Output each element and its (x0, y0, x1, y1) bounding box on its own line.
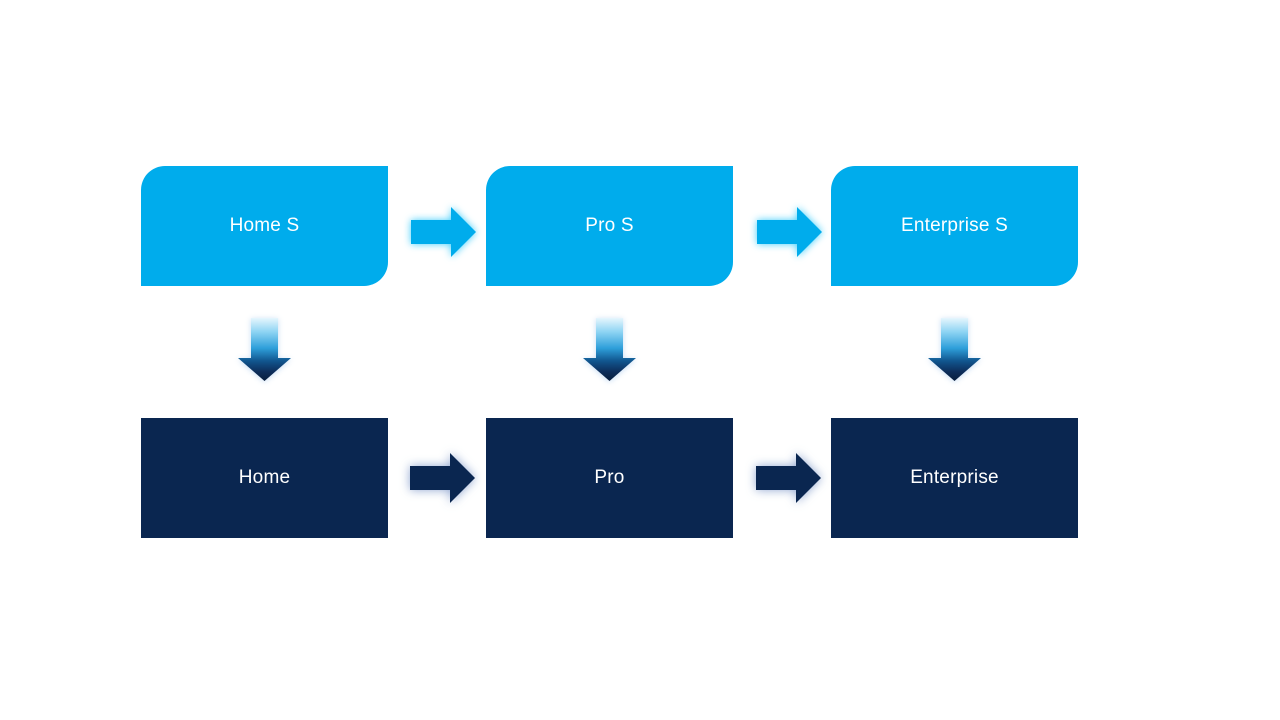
right-arrow-icon[interactable] (756, 453, 821, 503)
node-enterprise[interactable]: Enterprise (831, 418, 1078, 538)
node-pro-s-label: Pro S (585, 215, 634, 236)
node-enterprise-s[interactable]: Enterprise S (831, 166, 1078, 286)
right-arrow-icon[interactable] (410, 453, 475, 503)
right-arrow-icon[interactable] (757, 207, 822, 257)
node-home[interactable]: Home (141, 418, 388, 538)
node-pro-label: Pro (594, 467, 625, 488)
down-arrow-icon[interactable] (238, 318, 291, 381)
node-pro[interactable]: Pro (486, 418, 733, 538)
node-home-s[interactable]: Home S (141, 166, 388, 286)
node-home-label: Home (238, 467, 291, 488)
node-pro-s[interactable]: Pro S (486, 166, 733, 286)
right-arrow-icon[interactable] (411, 207, 476, 257)
node-home-s-label: Home S (229, 215, 300, 236)
down-arrow-icon[interactable] (583, 318, 636, 381)
node-enterprise-s-label: Enterprise S (901, 215, 1008, 236)
down-arrow-icon[interactable] (928, 318, 981, 381)
node-enterprise-label: Enterprise (910, 467, 999, 488)
